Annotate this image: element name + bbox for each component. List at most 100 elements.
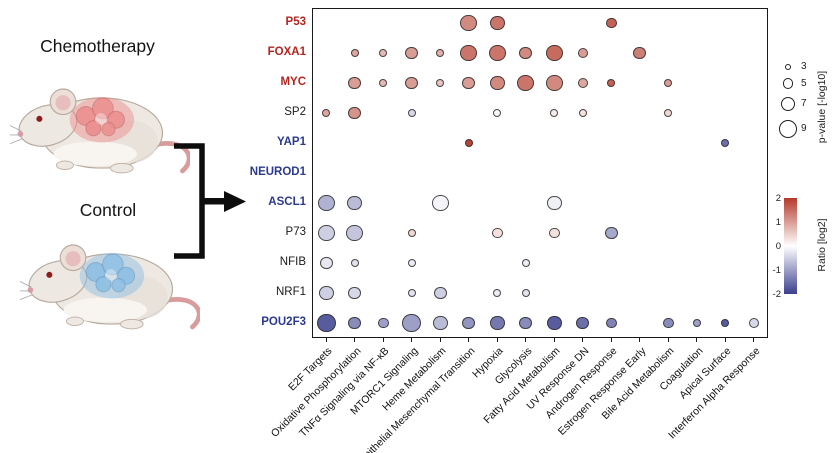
- matrix-dot: [379, 78, 388, 88]
- matrix-dot: [464, 138, 473, 148]
- dotplot-frame: [312, 8, 768, 338]
- matrix-dot: [664, 108, 673, 118]
- size-legend-value: 3: [801, 61, 807, 73]
- axis-tick: [753, 338, 755, 342]
- size-legend-circle: [778, 119, 798, 139]
- chemo-tumor: [69, 97, 135, 143]
- matrix-dot: [462, 316, 476, 330]
- mouse-whiskers: [20, 280, 33, 301]
- matrix-dot: [407, 258, 416, 268]
- axis-tick: [610, 338, 612, 342]
- matrix-dot: [379, 48, 388, 58]
- matrix-dot: [431, 194, 449, 212]
- matrix-dot: [322, 108, 331, 118]
- matrix-dot: [546, 195, 562, 211]
- row-label-nfib: NFIB: [279, 256, 306, 268]
- matrix-dot: [348, 316, 362, 330]
- matrix-dot: [692, 318, 701, 328]
- axis-tick: [639, 338, 641, 342]
- matrix-dot: [607, 78, 616, 88]
- matrix-dot: [606, 17, 617, 29]
- matrix-dot: [378, 317, 389, 329]
- matrix-dot: [545, 74, 563, 92]
- color-legend-tick: 1: [775, 217, 781, 228]
- matrix-dot: [604, 226, 618, 240]
- axis-tick: [525, 338, 527, 342]
- row-label-ascl1: ASCL1: [268, 196, 306, 208]
- axis-tick: [724, 338, 726, 342]
- matrix-dot: [576, 316, 590, 330]
- matrix-dot: [407, 288, 416, 298]
- axis-tick: [382, 338, 384, 342]
- mouse-inner-ear: [65, 251, 81, 267]
- mouse-inner-ear: [55, 95, 71, 111]
- matrix-dot: [405, 76, 419, 90]
- chemotherapy-mouse-illustration: [10, 88, 190, 174]
- matrix-dot: [489, 315, 505, 331]
- axis-tick: [667, 338, 669, 342]
- size-legend-value: 7: [801, 98, 807, 110]
- matrix-dot: [521, 258, 530, 268]
- axis-tick: [354, 338, 356, 342]
- matrix-dot: [318, 285, 334, 301]
- control-tumor: [79, 253, 145, 299]
- matrix-dot: [521, 288, 530, 298]
- matrix-dot: [577, 77, 588, 89]
- size-legend-circle: [784, 64, 792, 71]
- mouse-eye: [46, 271, 53, 278]
- arrow-head-icon: [224, 191, 246, 212]
- row-label-yap1: YAP1: [277, 136, 306, 148]
- matrix-dot: [348, 76, 362, 90]
- axis-tick: [496, 338, 498, 342]
- row-label-pou2f3: POU2F3: [261, 316, 306, 328]
- matrix-dot: [432, 315, 448, 331]
- matrix-dot: [517, 74, 535, 92]
- row-label-myc: MYC: [280, 76, 306, 88]
- matrix-dot: [633, 46, 647, 60]
- matrix-dot: [405, 46, 419, 60]
- axis-tick: [439, 338, 441, 342]
- matrix-dot: [436, 48, 445, 58]
- matrix-dot: [721, 138, 730, 148]
- matrix-dot: [460, 14, 478, 32]
- row-label-p53: P53: [285, 16, 306, 28]
- matrix-dot: [348, 106, 362, 120]
- axis-tick: [468, 338, 470, 342]
- mouse-hind-paw: [109, 162, 134, 174]
- color-legend-tick: -1: [772, 265, 781, 276]
- matrix-dot: [578, 108, 587, 118]
- matrix-dot: [319, 256, 333, 270]
- color-legend-tick: 2: [775, 193, 781, 204]
- size-legend-circle: [780, 96, 796, 112]
- size-legend-circle: [782, 78, 794, 89]
- matrix-dot: [346, 224, 364, 242]
- matrix-dot: [488, 44, 506, 62]
- row-label-nrf1: NRF1: [275, 286, 306, 298]
- matrix-dot: [550, 108, 559, 118]
- matrix-dot: [433, 286, 447, 300]
- mouse-belly: [63, 297, 147, 323]
- matrix-dot: [606, 317, 617, 329]
- axis-tick: [325, 338, 327, 342]
- row-label-neurod1: NEUROD1: [249, 166, 306, 178]
- mouse-belly: [53, 141, 137, 167]
- mouse-hind-paw: [119, 318, 144, 330]
- size-legend-value: 5: [801, 77, 807, 89]
- matrix-dot: [545, 44, 563, 62]
- matrix-dot: [350, 48, 359, 58]
- matrix-dot: [348, 286, 362, 300]
- chemotherapy-label: Chemotherapy: [40, 36, 155, 56]
- matrix-dot: [664, 78, 673, 88]
- matrix-dot: [489, 75, 505, 91]
- matrix-dot: [663, 317, 674, 329]
- axis-tick: [411, 338, 413, 342]
- mouse-eye: [36, 115, 43, 122]
- mouse-tail: [154, 141, 190, 174]
- matrix-dot: [492, 227, 503, 239]
- row-label-sp2: SP2: [284, 106, 306, 118]
- color-legend-bar: [784, 198, 797, 294]
- axis-tick: [553, 338, 555, 342]
- mouse-whiskers: [10, 124, 23, 145]
- color-legend-title: Ratio [log2]: [816, 218, 828, 272]
